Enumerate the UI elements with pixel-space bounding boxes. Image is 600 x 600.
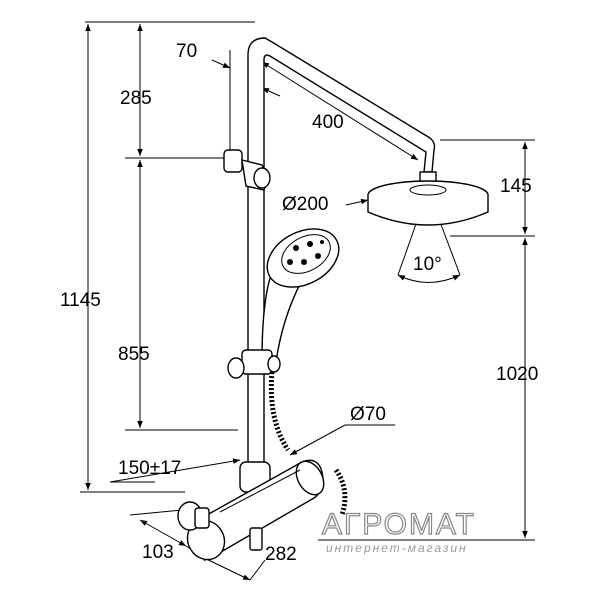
label-285: 285 bbox=[120, 88, 152, 109]
slider-holder bbox=[227, 349, 281, 379]
label-1020: 1020 bbox=[496, 364, 538, 385]
riser-pipe bbox=[247, 37, 436, 501]
label-400: 400 bbox=[312, 112, 344, 133]
label-70-top: 70 bbox=[176, 41, 197, 62]
dimension-lines bbox=[85, 24, 528, 581]
label-150: 150±17 bbox=[118, 458, 181, 479]
watermark: АГРОМАТ интернет-магазин bbox=[321, 507, 476, 555]
label-1145: 1145 bbox=[60, 290, 101, 311]
extension-lines bbox=[80, 21, 535, 541]
label-282: 282 bbox=[265, 544, 297, 565]
label-103: 103 bbox=[142, 542, 174, 563]
label-855: 855 bbox=[118, 344, 150, 365]
watermark-tagline: интернет-магазин bbox=[326, 541, 468, 555]
hand-shower bbox=[261, 228, 340, 363]
shower-hose bbox=[268, 371, 348, 516]
label-10-degrees: 10° bbox=[413, 254, 442, 275]
label-diameter-200: Ø200 bbox=[282, 194, 328, 215]
thermostatic-mixer bbox=[177, 459, 325, 561]
dim-line-400 bbox=[261, 61, 419, 161]
upper-wall-bracket bbox=[223, 149, 271, 191]
label-diameter-70: Ø70 bbox=[350, 404, 386, 425]
watermark-brand: АГРОМАТ bbox=[322, 508, 476, 541]
overhead-shower-head bbox=[367, 171, 489, 226]
dimension-labels: 70 285 400 145 Ø200 10° 1145 855 1020 Ø7… bbox=[60, 41, 538, 565]
label-145: 145 bbox=[500, 176, 532, 197]
